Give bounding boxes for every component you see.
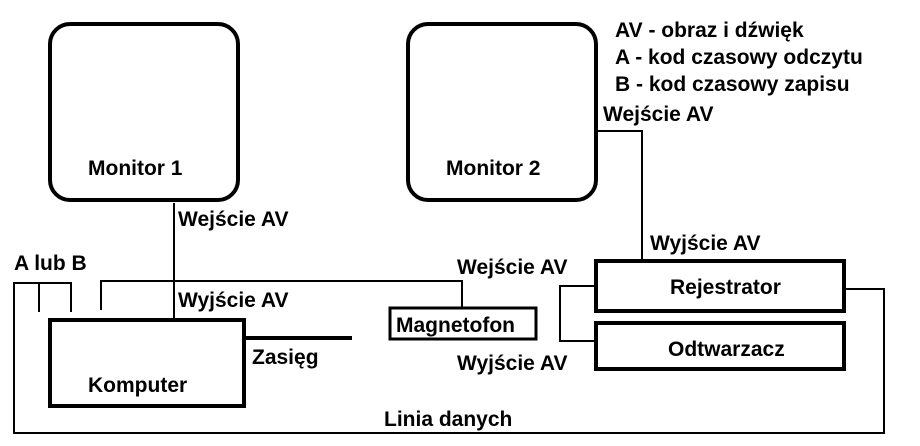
monitor1-input-label: Wejście AV xyxy=(178,208,289,231)
tape-box xyxy=(388,306,538,341)
player-label: Odtwarzacz xyxy=(668,338,785,361)
recorder-box xyxy=(594,259,846,313)
recorder-player-loop-wire xyxy=(559,285,597,342)
timecode-label: A lub B xyxy=(14,252,87,275)
player-box xyxy=(594,321,846,371)
legend-line-2: A - kod czasowy odczytu xyxy=(615,46,863,69)
monitor2-label: Monitor 2 xyxy=(446,157,541,180)
computer-label: Komputer xyxy=(88,374,187,397)
data-line-wire xyxy=(13,282,885,434)
recorder-output-label: Wyjście AV xyxy=(650,232,761,255)
monitor2-input-label: Wejście AV xyxy=(603,103,714,126)
timecode-stub-wire xyxy=(38,282,72,312)
legend-line-1: AV - obraz i dźwięk xyxy=(615,19,804,42)
legend-line-3: B - kod czasowy zapisu xyxy=(615,73,850,96)
dataline-label: Linia danych xyxy=(384,408,512,431)
range-label: Zasięg xyxy=(252,346,319,369)
tape-label: Magnetofon xyxy=(396,314,515,337)
computer-to-tape-wire xyxy=(100,280,463,310)
monitor2-box xyxy=(406,22,598,202)
computer-box xyxy=(48,318,246,408)
monitor2-av-wire xyxy=(598,130,643,261)
player-output-label: Wyjście AV xyxy=(457,352,568,375)
recorder-label: Rejestrator xyxy=(670,276,781,299)
tape-input-label: Wejście AV xyxy=(457,256,568,279)
computer-output-label: Wyjście AV xyxy=(178,289,289,312)
monitor1-box xyxy=(48,22,240,202)
monitor1-label: Monitor 1 xyxy=(88,157,183,180)
